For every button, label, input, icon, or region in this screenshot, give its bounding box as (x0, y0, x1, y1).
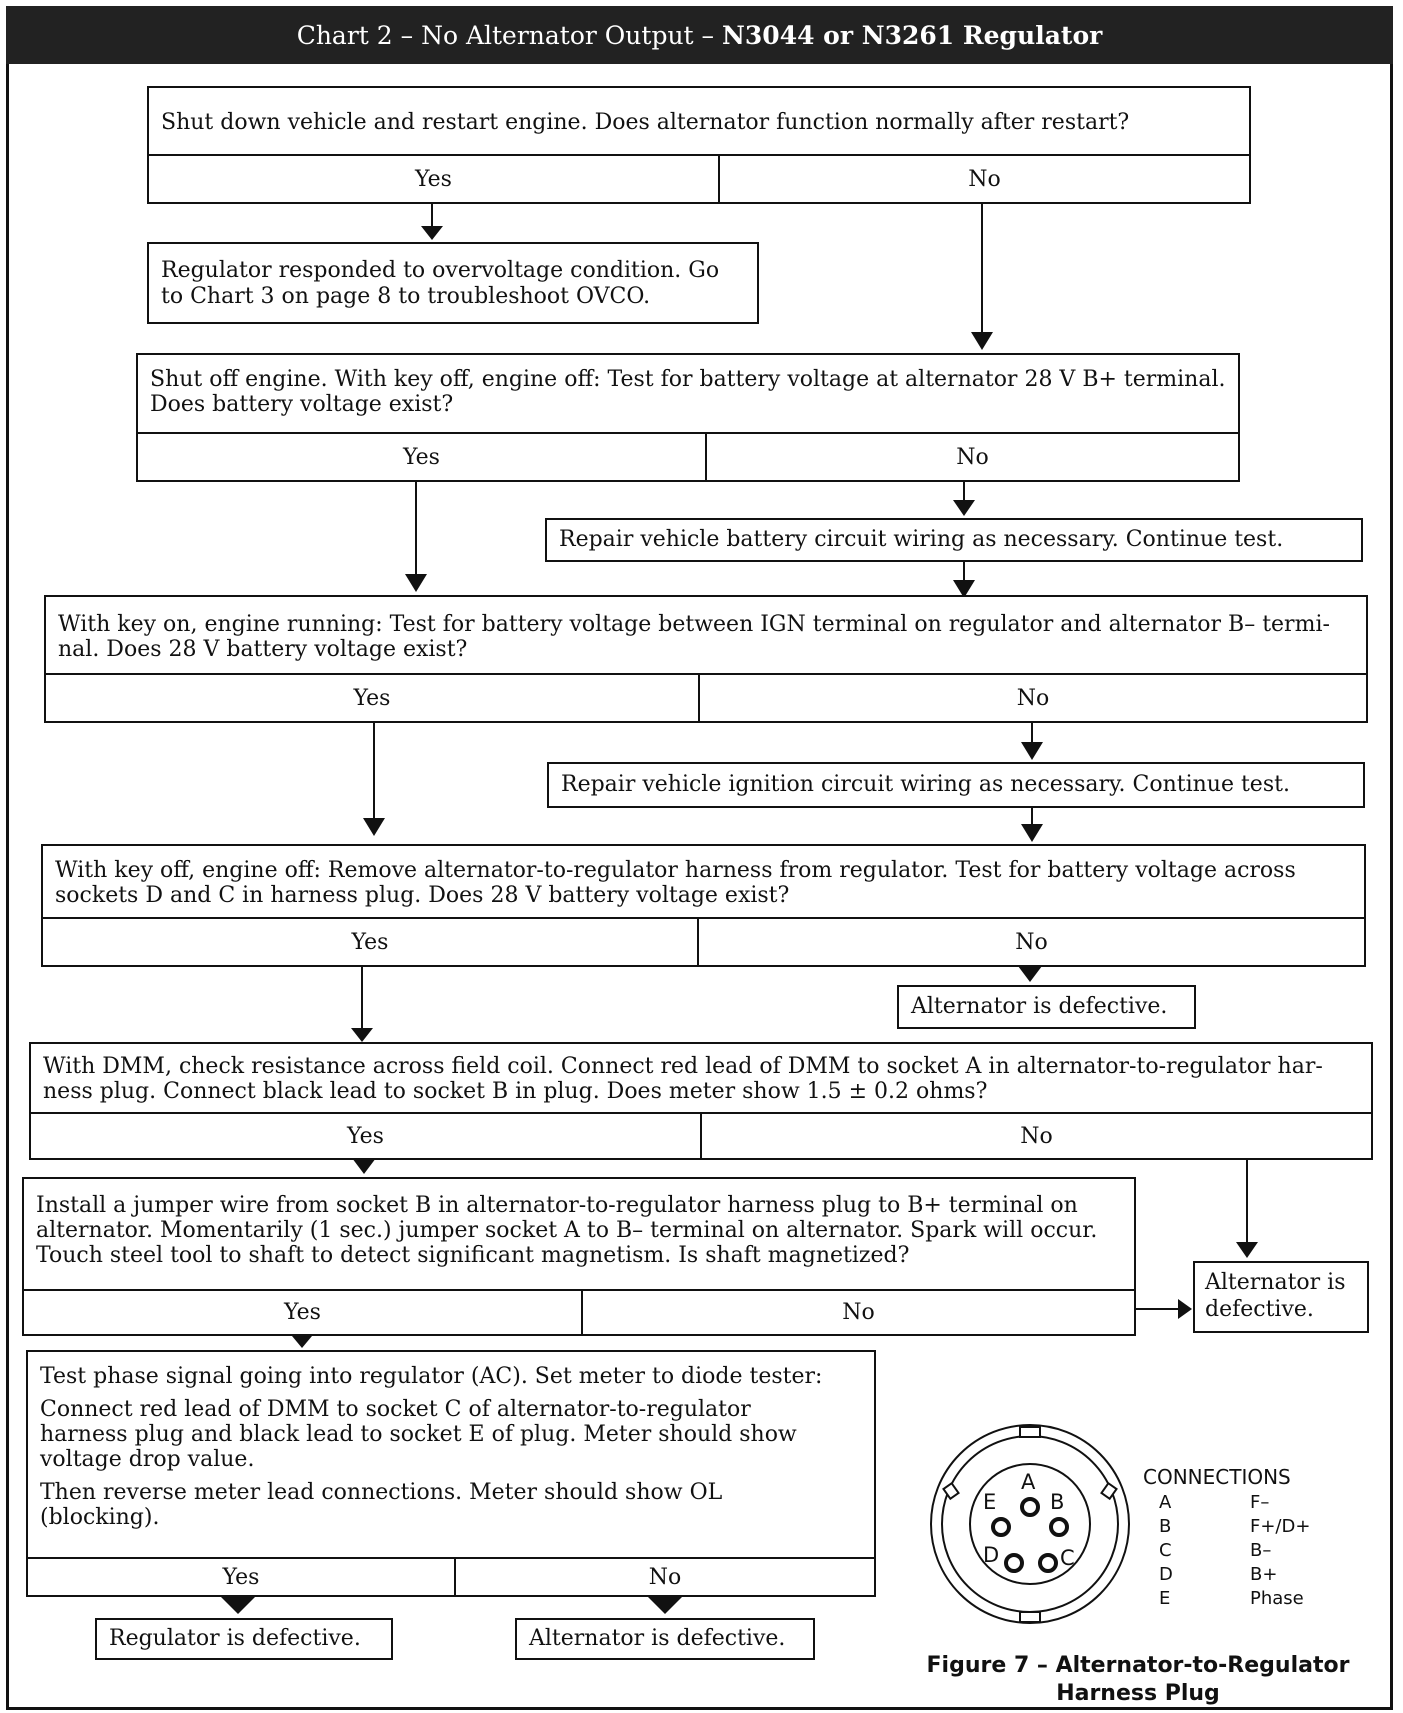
note-alternator-defective-1: Alternator is defective. (897, 985, 1196, 1029)
step-q3: With key on, engine running: Test for ba… (44, 595, 1368, 723)
step-q2: Shut off engine. With key off, engine of… (136, 353, 1240, 482)
note-overvoltage: Regulator responded to overvoltage condi… (147, 242, 759, 324)
connection-pin: D (1159, 1564, 1173, 1585)
connection-pin: C (1159, 1540, 1172, 1561)
q5-no: No (700, 1112, 1371, 1158)
pin-label-e: E (983, 1490, 997, 1514)
chart-title-plain: Chart 2 – No Alternator Output – (296, 20, 715, 50)
q7-no: No (454, 1557, 874, 1595)
q1-yes: Yes (149, 154, 718, 202)
q2-text: Shut off engine. With key off, engine of… (150, 367, 1226, 417)
pin-label-c: C (1060, 1546, 1075, 1570)
q5-yes: Yes (31, 1112, 700, 1158)
step-q5: With DMM, check resistance across field … (29, 1042, 1373, 1160)
connection-pin: E (1159, 1588, 1171, 1609)
q3-yes: Yes (46, 673, 698, 721)
note-regulator-defective: Regulator is defective. (95, 1618, 393, 1660)
q4-text: With key off, engine off: Remove alterna… (55, 858, 1296, 908)
connections-title: CONNECTIONS (1143, 1465, 1291, 1489)
q4-yes: Yes (43, 917, 697, 965)
step-q4: With key off, engine off: Remove alterna… (41, 844, 1366, 967)
pin-label-d: D (983, 1543, 1000, 1567)
q2-yes: Yes (138, 432, 705, 480)
q1-no: No (718, 154, 1249, 202)
q7-yes: Yes (28, 1557, 454, 1595)
figure-caption-line2: Harness Plug (1056, 1681, 1220, 1706)
q3-text: With key on, engine running: Test for ba… (58, 612, 1330, 662)
step-q6: Install a jumper wire from socket B in a… (22, 1177, 1136, 1336)
q5-text: With DMM, check resistance across field … (43, 1054, 1323, 1104)
connection-signal: B– (1250, 1540, 1272, 1561)
q6-text: Install a jumper wire from socket B in a… (36, 1193, 1098, 1268)
connection-signal: Phase (1250, 1588, 1304, 1609)
q4-no: No (697, 917, 1364, 965)
connection-signal: B+ (1250, 1564, 1278, 1585)
q3-no: No (698, 673, 1366, 721)
chart-title-bold: N3044 or N3261 Regulator (722, 20, 1103, 50)
note-alternator-defective-2: Alternator is defective. (1193, 1261, 1369, 1333)
chart-header: Chart 2 – No Alternator Output – N3044 o… (6, 6, 1393, 64)
connection-signal: F+/D+ (1250, 1516, 1311, 1537)
q6-no: No (581, 1289, 1134, 1334)
connection-pin: A (1159, 1492, 1172, 1513)
note-battery-wiring: Repair vehicle battery circuit wiring as… (545, 518, 1363, 562)
q7-line1: Test phase signal going into regulator (… (40, 1364, 823, 1389)
connection-pin: B (1159, 1516, 1172, 1537)
step-q7: Test phase signal going into regulator (… (26, 1350, 876, 1597)
figure-caption: Figure 7 – Alternator-to-Regulator Harne… (918, 1652, 1358, 1708)
q1-text: Shut down vehicle and restart engine. Do… (161, 110, 1130, 135)
q6-yes: Yes (24, 1289, 581, 1334)
connection-signal: F– (1250, 1492, 1270, 1513)
note-alternator-defective-3: Alternator is defective. (515, 1618, 815, 1660)
q7-line3: Then reverse meter lead connections. Met… (40, 1480, 723, 1530)
step-q1: Shut down vehicle and restart engine. Do… (147, 86, 1251, 204)
q7-line2: Connect red lead of DMM to socket C of a… (40, 1397, 797, 1472)
note-ignition-wiring: Repair vehicle ignition circuit wiring a… (547, 762, 1365, 808)
pin-label-a: A (1021, 1470, 1036, 1494)
figure-caption-line1: Figure 7 – Alternator-to-Regulator (926, 1653, 1350, 1678)
pin-label-b: B (1050, 1490, 1065, 1514)
q2-no: No (705, 432, 1238, 480)
